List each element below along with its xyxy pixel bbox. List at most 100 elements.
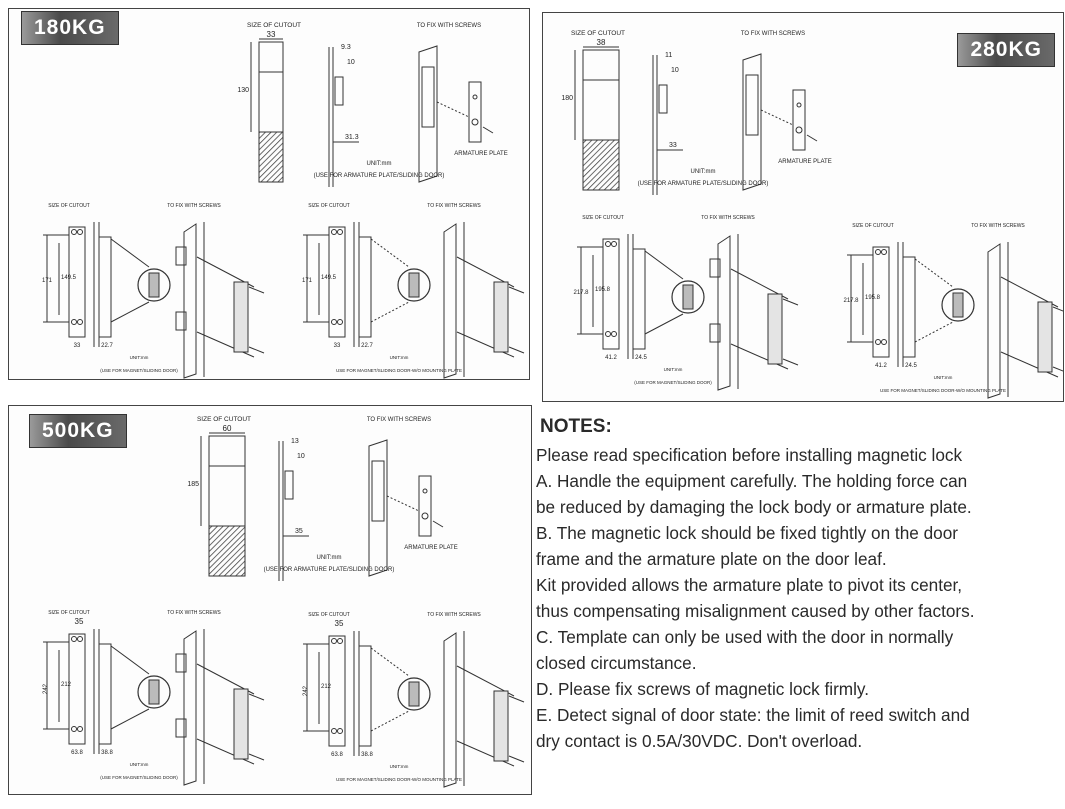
fix-guide (386, 495, 420, 512)
note-line: thus compensating misalignment caused by… (536, 601, 975, 621)
fix-guide (760, 109, 794, 126)
fix-title: TO FIX WITH SCREWS (417, 23, 481, 29)
detail-circle (671, 280, 705, 314)
note-line: B. The magnetic lock should be fixed tig… (536, 523, 958, 543)
zoom-guide (110, 708, 150, 730)
armature-plate-label: ARMATURE PLATE (778, 159, 831, 165)
dim-top-width: 35 (75, 617, 84, 626)
detail-lock (952, 292, 964, 318)
screw-hole (875, 249, 881, 255)
usage-label: USE FOR MAGNET/SLIDING DOOR-W/O MOUNTING… (336, 777, 462, 782)
note-line: E. Detect signal of door state: the limi… (536, 705, 970, 725)
dim-side-a: 13 (291, 438, 299, 445)
detail-circle (137, 268, 171, 302)
note-line: closed circumstance. (536, 653, 697, 673)
screw-hole (71, 636, 77, 642)
dim-inner-label: 212 (61, 682, 72, 688)
screw-hole (331, 319, 337, 325)
screw-hole (881, 339, 887, 345)
dim-side-a: 11 (665, 52, 672, 59)
cutout-top (258, 41, 284, 73)
side-bracket (658, 84, 668, 114)
dim-depth-label: 24.5 (905, 363, 917, 369)
lock-body (233, 281, 249, 353)
fix-title: TO FIX WITH SCREWS (167, 610, 221, 616)
dim-outer-label: 217.8 (573, 290, 589, 296)
armature-plate (418, 475, 432, 537)
cutout-hatched (258, 131, 284, 183)
screw (508, 286, 525, 294)
lock-body (767, 293, 783, 365)
screw (1052, 366, 1063, 372)
screw-hole (795, 126, 803, 134)
screw (1052, 306, 1063, 312)
cutout-window (582, 79, 620, 141)
screw-hole (331, 229, 337, 235)
dim-inner-label: 195.8 (595, 287, 611, 293)
cutout-title: SIZE OF CUTOUT (48, 203, 90, 209)
detail-lock (148, 679, 160, 705)
lock-body (1037, 301, 1053, 373)
zoom-guide (110, 301, 150, 323)
fix-guide (436, 101, 470, 118)
magnet-cutout (68, 633, 86, 745)
dim-top-width: 35 (335, 619, 344, 628)
fix-guide (456, 331, 515, 358)
cutout-top (582, 49, 620, 81)
screw-hole (881, 249, 887, 255)
door-frame (443, 632, 457, 788)
cutout-hatched (582, 139, 620, 191)
notes-title: NOTES: (540, 416, 612, 437)
fix-title: TO FIX WITH SCREWS (971, 223, 1025, 229)
armature-plate (468, 81, 482, 143)
magnet-side (358, 645, 372, 747)
zoom-guide (370, 710, 410, 732)
screw-hole (472, 94, 478, 100)
cutout-title: SIZE OF CUTOUT (308, 203, 350, 209)
dim-width-label: 63.8 (71, 750, 83, 756)
dim-height-label: 180 (561, 95, 573, 102)
fix-title: TO FIX WITH SCREWS (701, 215, 755, 221)
magnet-cutout (68, 226, 86, 338)
unit-label: UNIT:mm (664, 367, 683, 372)
detail-lock (682, 284, 694, 310)
usage-label: (USE FOR MAGNET/SLIDING DOOR) (100, 775, 178, 780)
magnet-cutout (328, 635, 346, 747)
lock-body (233, 688, 249, 760)
badge-500kg: 500KG (29, 414, 127, 448)
dim-width-label: 33 (74, 343, 81, 349)
magnet-side (98, 643, 112, 745)
dim-width-label: 41.2 (875, 363, 887, 369)
detail-circle (941, 288, 975, 322)
screw-hole (77, 229, 83, 235)
lock-body (421, 66, 435, 128)
mounting-bracket (175, 718, 187, 738)
dim-inner-label: 149.5 (321, 275, 337, 281)
screw-hole (77, 636, 83, 642)
badge-280kg: 280KG (957, 33, 1055, 67)
fix-guide (456, 740, 515, 767)
lock-body (493, 690, 509, 762)
mounting-bracket (175, 653, 187, 673)
cutout-title: SIZE OF CUTOUT (852, 223, 894, 229)
usage-label: USE FOR MAGNET/SLIDING DOOR-W/O MOUNTING… (336, 368, 462, 373)
dim-width-label: 33 (267, 30, 276, 39)
door-frame (987, 243, 1001, 399)
door-frame (183, 630, 197, 786)
dim-outer-label: 217.8 (843, 298, 859, 304)
screw-hole (611, 241, 617, 247)
screw-hole (71, 726, 77, 732)
zoom-guide (110, 645, 150, 675)
screw (508, 755, 525, 763)
screw-hole (337, 229, 343, 235)
zoom-guide (110, 238, 150, 268)
dim-width-label: 38 (597, 38, 606, 47)
screw-hole (71, 229, 77, 235)
screw-hole (422, 488, 428, 494)
detail-lock (148, 272, 160, 298)
fix-guide (196, 738, 255, 765)
dim-side-b: 10 (671, 67, 679, 74)
screw-hole (421, 512, 429, 520)
